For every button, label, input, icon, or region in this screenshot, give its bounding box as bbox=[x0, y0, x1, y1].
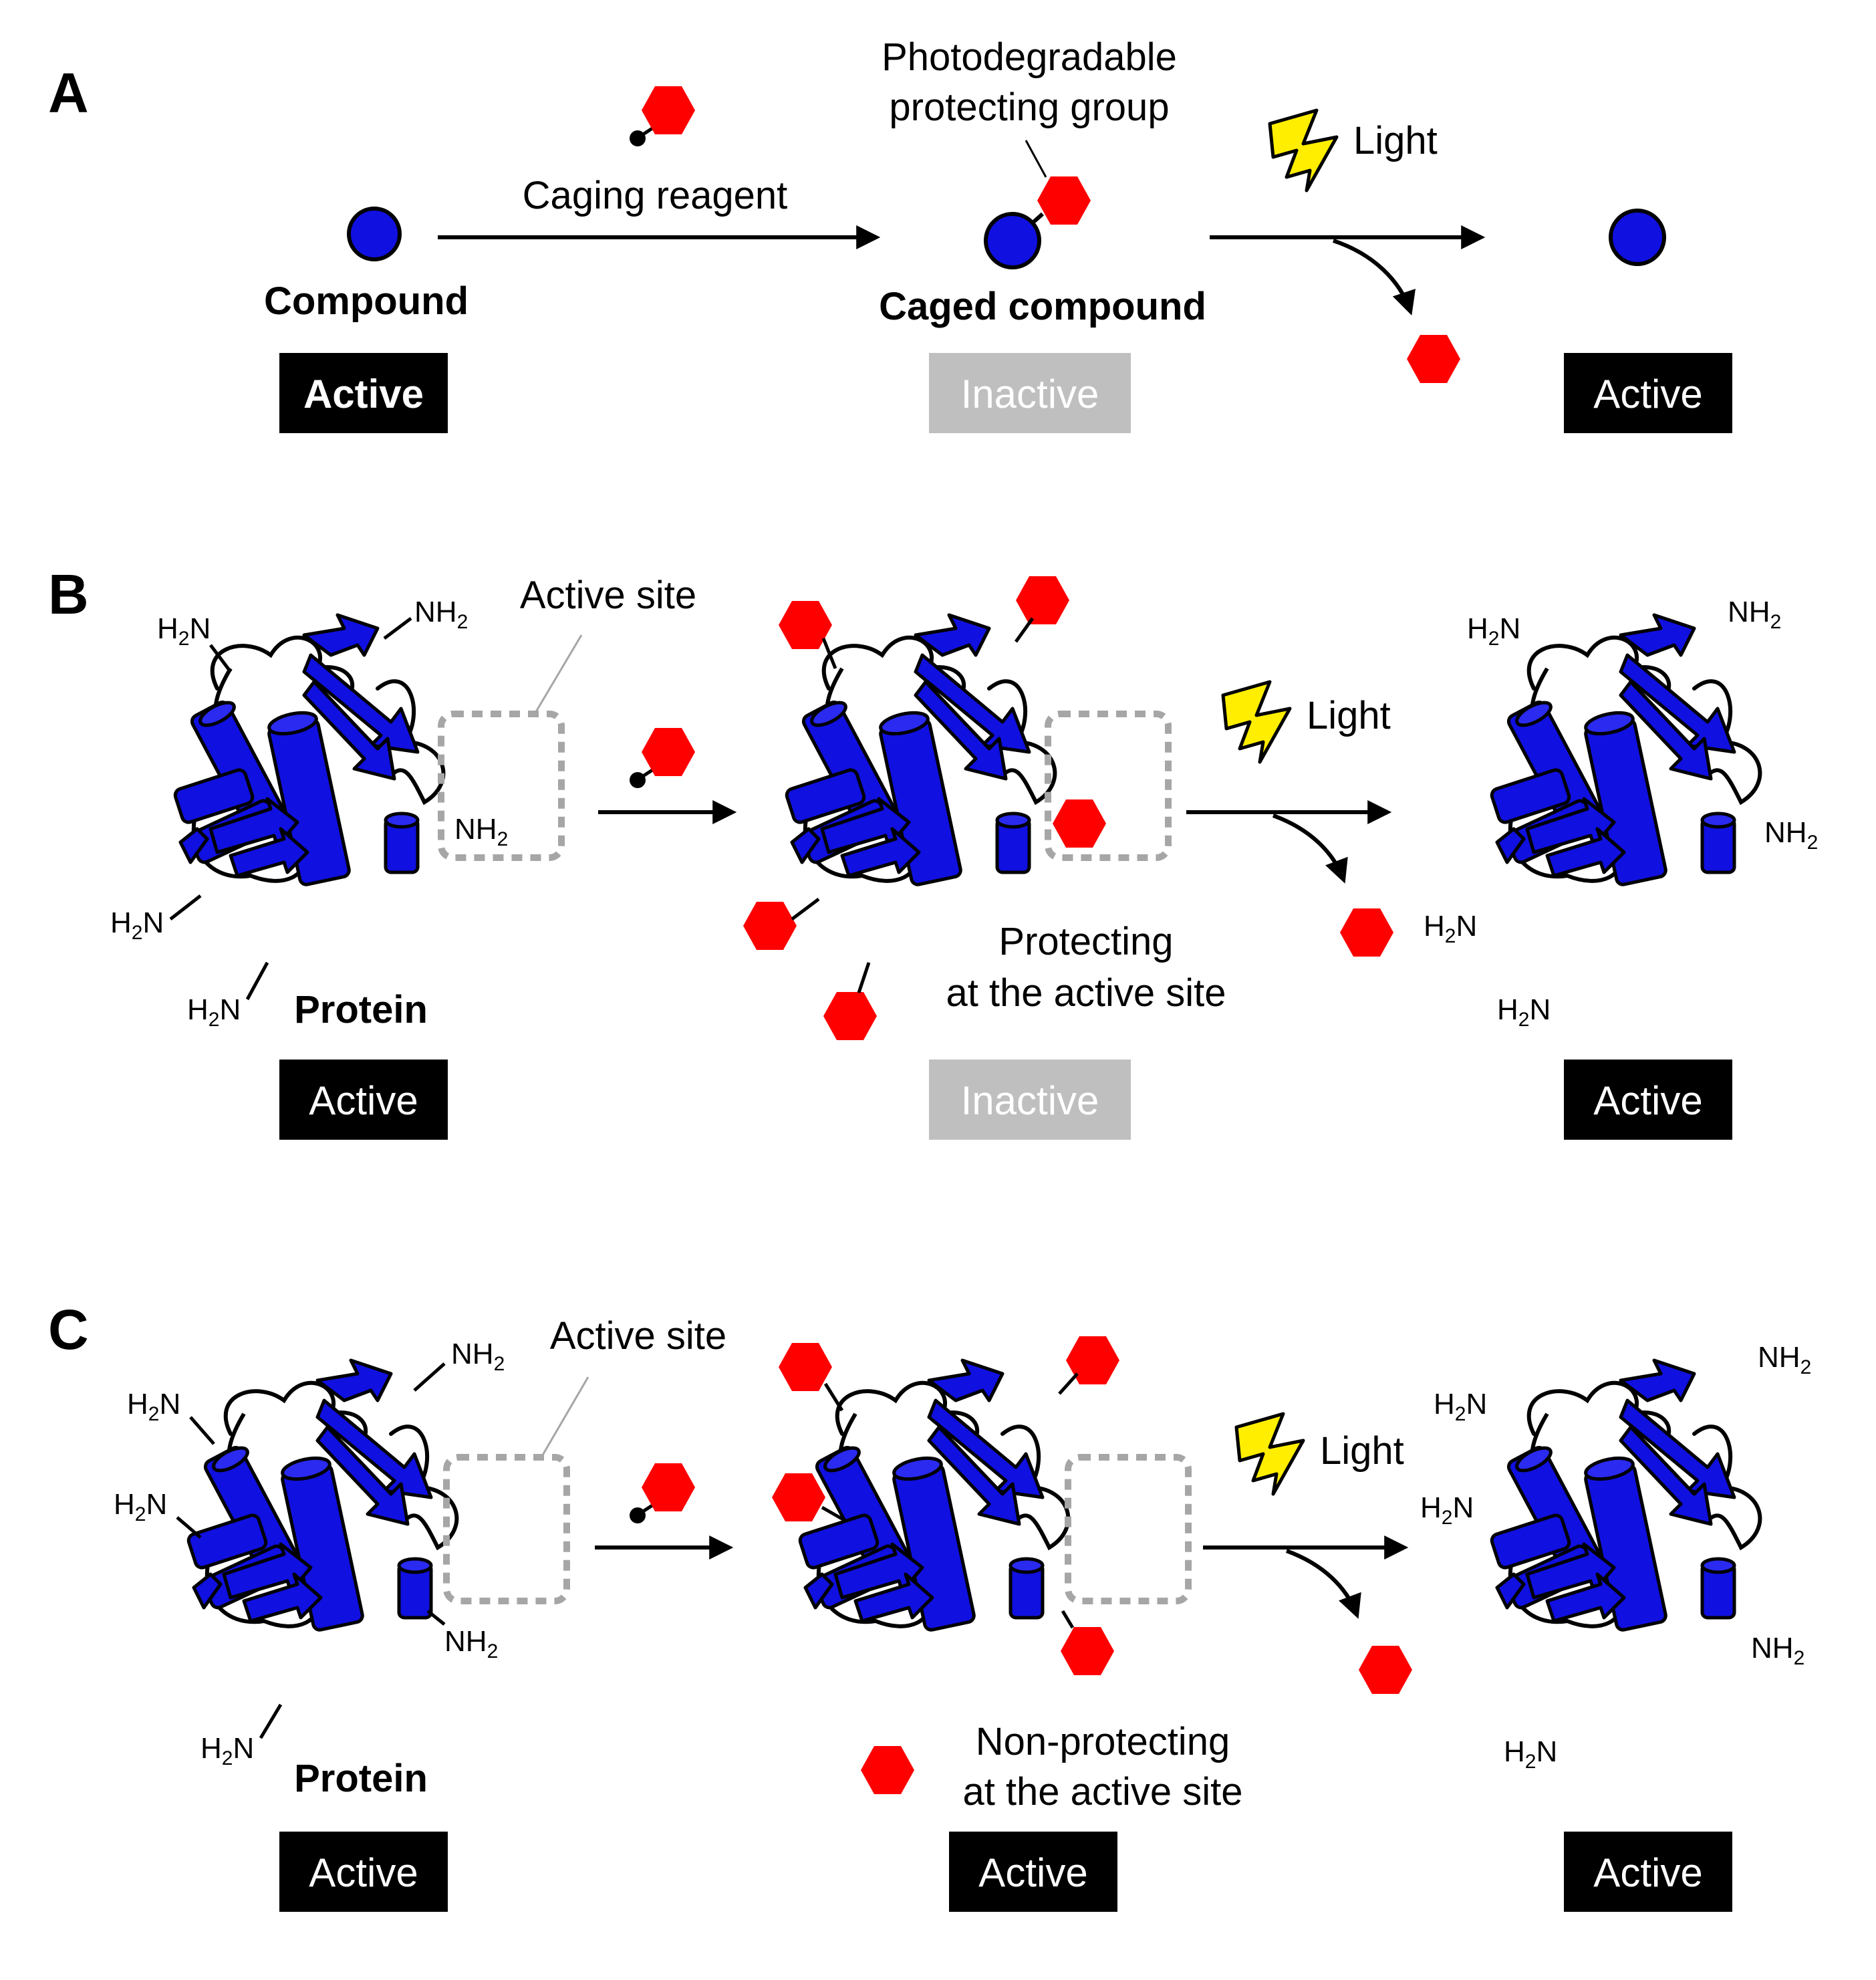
released-group-icon bbox=[1340, 908, 1393, 957]
caging-reagent-label: Caging reagent bbox=[523, 174, 788, 217]
protecting-group-icon bbox=[1037, 176, 1091, 225]
protein-label-b: Protein bbox=[294, 988, 428, 1031]
compound-label: Compound bbox=[264, 279, 468, 323]
released-group-icon bbox=[1359, 1646, 1412, 1694]
svg-text:H2N: H2N bbox=[1497, 993, 1551, 1031]
svg-text:NH2: NH2 bbox=[454, 813, 508, 850]
product-protein-icon bbox=[1490, 615, 1760, 886]
svg-text:NH2: NH2 bbox=[1728, 596, 1781, 633]
amine-label: H2N NH2 H2N NH2 H2N bbox=[1420, 1341, 1811, 1773]
badge-a-2: Inactive bbox=[929, 353, 1131, 433]
badge-c-2: Active bbox=[949, 1832, 1117, 1912]
lightning-bolt-icon bbox=[1236, 1414, 1303, 1494]
lightning-bolt-icon bbox=[1270, 110, 1337, 191]
light-label-c: Light bbox=[1320, 1429, 1404, 1473]
svg-text:H2N: H2N bbox=[157, 612, 211, 650]
badge-b-2: Inactive bbox=[929, 1060, 1131, 1140]
svg-text:Active: Active bbox=[978, 1850, 1087, 1895]
active-site-box bbox=[438, 711, 565, 861]
panel-a: A Compound Caging reagent Photodegradabl… bbox=[48, 35, 1732, 433]
svg-text:H2N: H2N bbox=[110, 906, 164, 944]
svg-text:H2N: H2N bbox=[200, 1732, 254, 1769]
svg-text:NH2: NH2 bbox=[1751, 1632, 1804, 1669]
caged-protein-icon bbox=[785, 615, 1055, 886]
active-site-box bbox=[1065, 1454, 1192, 1604]
pg-label-line1: Photodegradable bbox=[882, 35, 1177, 79]
caged-protein-icon bbox=[799, 1360, 1069, 1631]
active-site-box bbox=[443, 1454, 570, 1604]
badge-c-3: Active bbox=[1564, 1832, 1732, 1912]
protein-icon bbox=[174, 615, 444, 886]
svg-text:NH2: NH2 bbox=[444, 1625, 498, 1662]
panel-letter-b: B bbox=[48, 563, 89, 626]
lightning-bolt-icon bbox=[1223, 682, 1290, 762]
pg-leader-line bbox=[1025, 140, 1047, 178]
svg-text:NH2: NH2 bbox=[451, 1338, 505, 1375]
badge-b-3: Active bbox=[1564, 1060, 1732, 1140]
svg-text:Active: Active bbox=[1593, 372, 1702, 416]
svg-text:H2N: H2N bbox=[127, 1388, 180, 1425]
active-site-box bbox=[1045, 711, 1172, 861]
svg-text:Active: Active bbox=[303, 372, 424, 416]
middle-note-c-line1: Non-protecting bbox=[976, 1720, 1230, 1763]
svg-text:H2N: H2N bbox=[114, 1488, 167, 1525]
panel-b: B Active site H2N NH2 NH2 H2N H2N Protei… bbox=[48, 563, 1818, 1140]
compound-icon bbox=[347, 207, 402, 261]
release-arrow bbox=[1272, 814, 1348, 884]
light-label-a: Light bbox=[1353, 119, 1438, 162]
svg-text:Inactive: Inactive bbox=[961, 372, 1099, 416]
svg-text:Inactive: Inactive bbox=[961, 1078, 1099, 1123]
caged-compound-label: Caged compound bbox=[879, 285, 1206, 328]
active-site-label-c: Active site bbox=[550, 1314, 726, 1358]
release-arrow bbox=[1333, 239, 1416, 316]
badge-a-3: Active bbox=[1564, 353, 1732, 433]
middle-note-b-line2: at the active site bbox=[946, 971, 1226, 1015]
svg-text:NH2: NH2 bbox=[1758, 1341, 1811, 1378]
svg-text:H2N: H2N bbox=[1420, 1491, 1474, 1529]
released-group-icon bbox=[1407, 335, 1460, 383]
badge-a-1: Active bbox=[279, 353, 448, 433]
amine-label: H2N NH2 H2N NH2 H2N bbox=[114, 1338, 505, 1769]
active-site-label-b: Active site bbox=[520, 574, 696, 617]
caging-reagent-icon bbox=[630, 728, 695, 788]
caging-reagent-icon bbox=[630, 1463, 695, 1523]
svg-text:H2N: H2N bbox=[1434, 1388, 1487, 1425]
badge-c-1: Active bbox=[279, 1832, 448, 1912]
panel-c: C Active site H2N NH2 H2N NH2 H2N Protei… bbox=[48, 1298, 1811, 1912]
svg-text:Active: Active bbox=[1593, 1078, 1702, 1123]
svg-text:H2N: H2N bbox=[187, 993, 241, 1031]
badge-b-1: Active bbox=[279, 1060, 448, 1140]
caged-compound-icon bbox=[984, 212, 1041, 269]
protein-label-c: Protein bbox=[294, 1757, 428, 1800]
middle-note-c-line2: at the active site bbox=[962, 1770, 1242, 1814]
svg-text:H2N: H2N bbox=[1504, 1735, 1557, 1773]
svg-text:NH2: NH2 bbox=[414, 596, 468, 633]
svg-text:H2N: H2N bbox=[1467, 612, 1520, 650]
svg-text:Active: Active bbox=[309, 1078, 418, 1123]
middle-note-b-line1: Protecting bbox=[998, 920, 1173, 963]
svg-text:Active: Active bbox=[1593, 1850, 1702, 1895]
svg-text:H2N: H2N bbox=[1424, 910, 1477, 947]
svg-text:NH2: NH2 bbox=[1764, 816, 1818, 854]
caging-reagent-icon bbox=[630, 86, 695, 146]
amine-label: H2N NH2 NH2 H2N H2N bbox=[110, 596, 508, 1031]
light-label-b: Light bbox=[1307, 694, 1391, 737]
release-arrow bbox=[1285, 1549, 1361, 1619]
amine-label: H2N NH2 NH2 H2N H2N bbox=[1424, 596, 1818, 1031]
product-compound-icon bbox=[1609, 209, 1666, 266]
panel-letter-a: A bbox=[48, 61, 89, 124]
svg-text:Active: Active bbox=[309, 1850, 418, 1895]
product-protein-icon bbox=[1490, 1360, 1760, 1631]
protein-icon bbox=[187, 1360, 457, 1631]
panel-letter-c: C bbox=[48, 1298, 89, 1361]
pg-label-line2: protecting group bbox=[889, 86, 1169, 129]
